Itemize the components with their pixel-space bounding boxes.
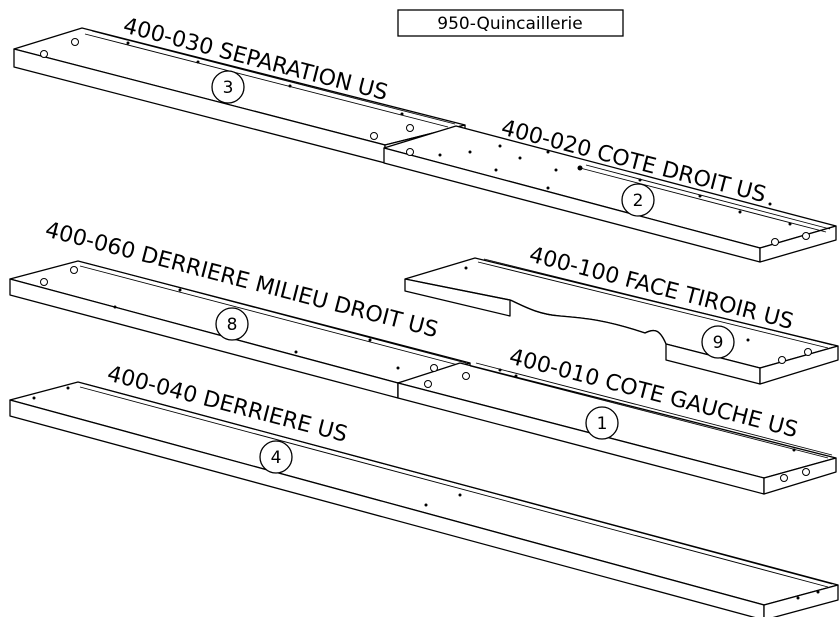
item-balloon-8: 8: [215, 307, 249, 341]
hardware-callout: 950-Quincaillerie: [397, 9, 624, 37]
panel-part-2: [383, 125, 837, 263]
item-balloon-3: 3: [211, 70, 245, 104]
item-balloon-9: 9: [701, 325, 735, 359]
hardware-label: 950-Quincaillerie: [437, 14, 582, 34]
svg-text:9: 9: [713, 333, 724, 353]
svg-text:4: 4: [271, 448, 282, 468]
panel-part-4: [9, 381, 839, 621]
item-balloon-1: 1: [585, 406, 619, 440]
svg-text:1: 1: [597, 414, 608, 434]
item-balloon-4: 4: [259, 440, 293, 474]
svg-text:8: 8: [227, 315, 238, 335]
svg-text:2: 2: [633, 191, 644, 211]
item-balloon-2: 2: [621, 183, 655, 217]
svg-text:3: 3: [223, 78, 234, 98]
